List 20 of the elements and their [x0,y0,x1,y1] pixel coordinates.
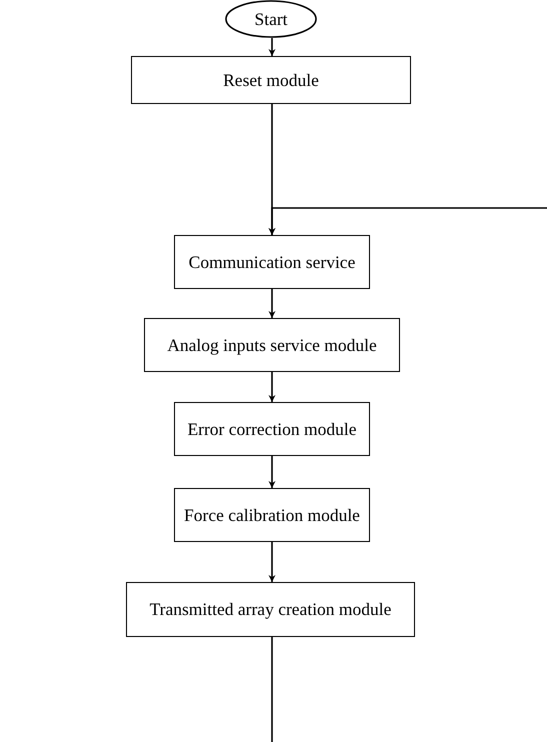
arrow [268,542,276,582]
node-label: Force calibration module [184,504,360,526]
arrow [268,207,547,235]
arrow [268,38,276,56]
process-box [131,56,411,104]
process-box [126,582,415,637]
process-box [144,318,400,372]
arrow [268,456,276,488]
process-box [174,402,370,456]
node-label: Reset module [223,70,319,90]
node-label: Communication service [188,252,356,272]
process-box [174,488,370,542]
process-box [174,235,370,289]
arrow [268,289,276,318]
start-terminal [225,0,317,38]
node-label: Analog inputs service module [167,334,377,356]
arrow [268,372,276,402]
node-label: Error correction module [187,418,357,440]
node-label: Transmitted array creation module [150,599,392,620]
node-label: Start [254,8,288,30]
